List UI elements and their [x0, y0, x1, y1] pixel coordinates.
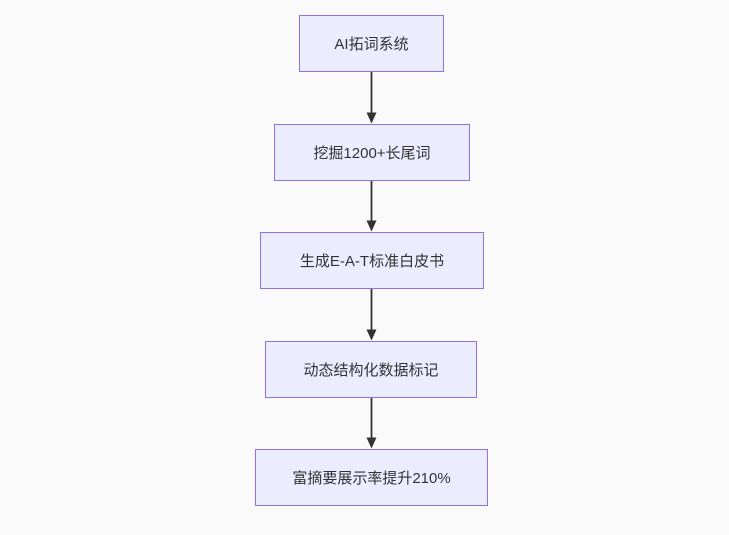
flowchart-node-label: AI拓词系统	[334, 36, 409, 53]
flow-arrow	[366, 72, 377, 124]
arrowhead-icon	[366, 112, 377, 124]
flowchart-node-label: 生成E-A-T标准白皮书	[299, 253, 445, 270]
arrowhead-icon	[366, 329, 377, 341]
flowchart-node-label: 富摘要展示率提升210%	[292, 470, 451, 487]
arrowhead-icon	[366, 437, 377, 449]
arrowhead-icon	[366, 220, 377, 232]
flowchart-node: 富摘要展示率提升210%	[255, 449, 488, 506]
flowchart-node: 挖掘1200+长尾词	[274, 124, 470, 181]
flowchart-node-label: 挖掘1200+长尾词	[313, 145, 431, 162]
flow-arrow	[366, 289, 377, 341]
flowchart-node: 动态结构化数据标记	[265, 341, 477, 398]
flow-arrow	[366, 398, 377, 449]
flowchart-node-label: 动态结构化数据标记	[303, 362, 439, 379]
flowchart-node: AI拓词系统	[299, 15, 444, 72]
flow-arrow	[366, 181, 377, 232]
flowchart-node: 生成E-A-T标准白皮书	[260, 232, 484, 289]
